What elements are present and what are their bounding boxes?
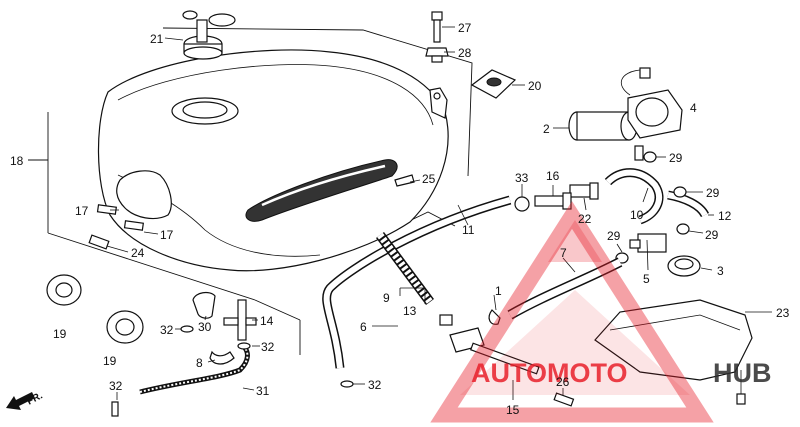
- hose-10: [604, 168, 664, 225]
- clip-25: [394, 174, 415, 187]
- pump-bracket-23: [594, 299, 753, 405]
- clamp-29d: [676, 223, 690, 235]
- callout-32b: 32: [261, 340, 275, 354]
- callout-16: 16: [546, 169, 560, 183]
- tank-pad-24: [88, 234, 110, 250]
- callout-8: 8: [196, 356, 203, 370]
- callout-10: 10: [630, 208, 644, 222]
- joint-22: [569, 182, 599, 200]
- fuel-valve-15: [439, 314, 540, 375]
- callout-28: 28: [458, 46, 472, 60]
- watermark-text-right: HUB: [713, 358, 772, 388]
- callout-32a: 32: [160, 323, 174, 337]
- tank-pad-17a: [96, 204, 118, 215]
- fuel-cut-relay-5: [629, 233, 667, 253]
- callout-29a: 29: [669, 151, 683, 165]
- callout-12: 12: [718, 209, 732, 223]
- hose-7: [507, 257, 623, 320]
- automotohub-watermark: AUTOMOTO HUB: [430, 201, 772, 423]
- callout-33: 33: [515, 171, 529, 185]
- callout-13: 13: [403, 304, 417, 318]
- callout-numbers: 1 2 3 4 5 6 7 8 9 10 11 12 13 14 15 16 1…: [10, 21, 790, 417]
- callout-23: 23: [776, 306, 790, 320]
- hose-12: [667, 190, 710, 218]
- callout-9: 9: [383, 291, 390, 305]
- callout-6: 6: [360, 320, 367, 334]
- callout-25: 25: [422, 172, 436, 186]
- front-direction-arrow: FR.: [6, 390, 45, 410]
- fuel-pump-2: [568, 111, 644, 161]
- callout-20: 20: [528, 79, 542, 93]
- callout-18: 18: [10, 154, 24, 168]
- filter-hose-6: [375, 232, 435, 305]
- drain-tube-31: [139, 346, 250, 395]
- callout-24: 24: [131, 246, 145, 260]
- tank-assembly-frame: [28, 27, 473, 301]
- bolt-27: [431, 11, 443, 43]
- mount-rubber-20: [470, 69, 517, 99]
- callout-21: 21: [150, 32, 164, 46]
- clip-1: [488, 309, 501, 325]
- fuel-cap: [182, 10, 236, 60]
- leader-lines: [106, 26, 772, 400]
- callout-26: 26: [556, 375, 570, 389]
- callout-29d: 29: [705, 228, 719, 242]
- rubber-grommet-19a: [46, 274, 82, 306]
- front-direction-label: FR.: [25, 390, 45, 407]
- clip-32-center: [340, 380, 354, 388]
- callout-19b: 19: [103, 354, 117, 368]
- callout-2: 2: [543, 122, 550, 136]
- callout-7: 7: [560, 246, 567, 260]
- callout-30: 30: [198, 320, 212, 334]
- fuel-tank: [97, 49, 449, 272]
- tube-8: [209, 350, 235, 365]
- clip-32-lower: [111, 401, 119, 417]
- clamp-29a: [643, 151, 657, 163]
- callout-22: 22: [578, 212, 592, 226]
- callout-3: 3: [717, 264, 724, 278]
- callout-17b: 17: [160, 228, 174, 242]
- callout-15: 15: [506, 403, 520, 417]
- clamp-29b: [673, 186, 687, 198]
- cushion-28: [425, 47, 449, 63]
- three-way-joint-14: [223, 299, 257, 341]
- callout-17a: 17: [75, 204, 89, 218]
- callout-29c: 29: [607, 229, 621, 243]
- callout-14: 14: [260, 314, 274, 328]
- callout-29b: 29: [706, 186, 720, 200]
- pump-cushion-3: [667, 255, 701, 277]
- callout-19a: 19: [53, 327, 67, 341]
- callout-32d: 32: [109, 379, 123, 393]
- callout-1: 1: [495, 284, 502, 298]
- tank-pad-17b: [123, 220, 145, 231]
- clamp-33: [514, 196, 530, 212]
- clip-32-right: [237, 342, 251, 350]
- callout-27: 27: [458, 21, 472, 35]
- clip-32-left: [180, 325, 194, 333]
- rubber-grommet-19b: [106, 310, 144, 344]
- callout-5: 5: [643, 272, 650, 286]
- joint-16: [534, 192, 572, 210]
- watermark-text-left: AUTOMOTO: [471, 358, 628, 388]
- callout-32c: 32: [368, 378, 382, 392]
- tank-decal: [245, 159, 398, 222]
- bolt-26: [553, 392, 575, 407]
- callout-4: 4: [690, 101, 697, 115]
- callout-11: 11: [462, 223, 475, 237]
- fuel-hose-11: [322, 195, 512, 369]
- fuel-filter-4: [620, 67, 683, 139]
- callout-31: 31: [256, 384, 270, 398]
- hose-30: [192, 291, 216, 319]
